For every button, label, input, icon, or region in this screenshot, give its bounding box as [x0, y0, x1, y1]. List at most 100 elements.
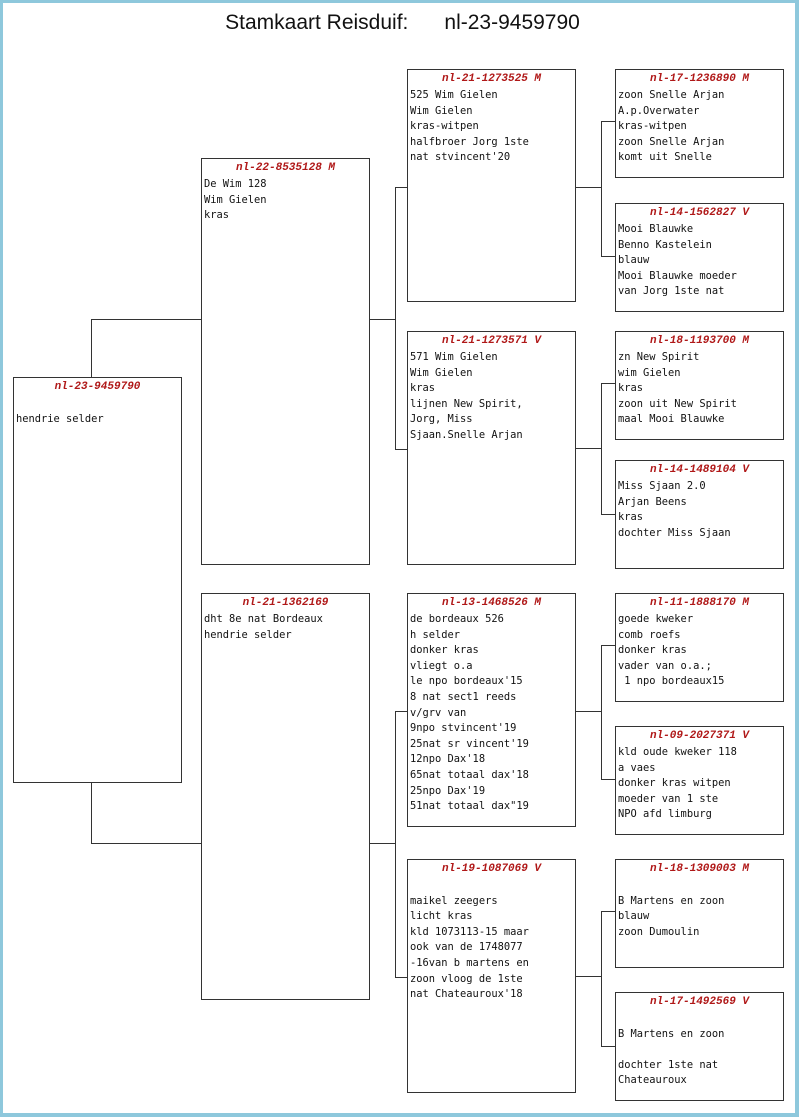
note-line: dochter 1ste nat [618, 1058, 719, 1071]
note-line: zoon uit New Spirit [618, 397, 737, 410]
note-line: Mooi Blauwke [618, 223, 694, 235]
note-line: nat Chateauroux'18 [410, 988, 523, 1001]
note-line: Mooi Blauwke moeder [618, 269, 737, 282]
note-line: a vaes [618, 761, 656, 774]
connector-ds-fork [601, 645, 616, 780]
note-line: 25npo Dax'19 [410, 784, 486, 797]
note-line [618, 1011, 783, 1027]
note-line: Wim Gielen [410, 104, 473, 117]
card-title-label: Stamkaart Reisduif: [225, 11, 409, 34]
note-line [16, 396, 181, 412]
ring-number: nl-17-1492569 V [649, 996, 750, 1008]
note-line: De Wim 128 [204, 178, 267, 190]
connector-dam-stub [370, 843, 395, 844]
note-line: wim Gielen [618, 366, 681, 379]
note-line: h selder [410, 628, 461, 641]
connector-sd-stub [576, 448, 601, 449]
connector-sire-fork [395, 187, 408, 450]
note-line: dochter Miss Sjaan [618, 526, 731, 539]
note-line: Miss Sjaan 2.0 [618, 480, 706, 492]
ring-number: nl-21-1362169 [242, 597, 329, 609]
note-line: licht kras [410, 910, 473, 923]
note-line: kras-witpen [410, 120, 479, 133]
note-line: hendrie selder [16, 412, 104, 425]
ring-number: nl-14-1489104 V [649, 464, 750, 476]
note-line [618, 878, 783, 894]
card-title: Stamkaart Reisduif:nl-23-9459790 [3, 11, 799, 35]
connector-dd-stub [576, 976, 601, 977]
note-line: 571 Wim Gielen [410, 351, 498, 363]
ring-number: nl-13-1468526 M [441, 597, 542, 609]
note-line: kras-witpen [618, 120, 687, 133]
note-line [618, 1042, 783, 1058]
connector-ds-stub [576, 711, 601, 712]
ring-number: nl-18-1193700 M [649, 335, 750, 347]
note-line: donker kras [618, 644, 687, 657]
note-line: nat stvincent'20 [410, 151, 511, 164]
note-line: Wim Gielen [410, 366, 473, 379]
note-line: Benno Kastelein [618, 238, 712, 251]
note-line: zoon Snelle Arjan [618, 135, 725, 148]
note-line [410, 878, 575, 894]
connector-ss-stub [576, 187, 601, 188]
note-line: 51nat totaal dax"19 [410, 800, 529, 813]
connector-sd-fork [601, 383, 616, 515]
note-line: 25nat sr vincent'19 [410, 737, 529, 750]
pigeon-notes: hendrie selder [14, 396, 181, 427]
note-line: halfbroer Jorg 1ste [410, 135, 529, 148]
note-line: de bordeaux 526 [410, 613, 504, 625]
note-line: -16van b martens en [410, 956, 529, 969]
note-line: kld 1073113-15 maar [410, 925, 529, 938]
note-line: NPO afd limburg [618, 808, 712, 821]
connector-subject-dam [91, 783, 202, 844]
note-line: Arjan Beens [618, 495, 687, 508]
note-line: A.p.Overwater [618, 104, 700, 117]
ring-number: nl-11-1888170 M [649, 597, 750, 609]
pigeon-box-dam-sire: nl-13-1468526 M de bordeaux 526 h selder do… [407, 593, 576, 827]
note-line: Chateauroux [618, 1074, 687, 1087]
note-line: van Jorg 1ste nat [618, 285, 725, 298]
note-line: moeder van 1 ste [618, 792, 719, 805]
connector-ss-fork [601, 121, 616, 257]
note-line: 1 npo bordeaux15 [618, 675, 725, 688]
ring-number: nl-21-1273571 V [441, 335, 542, 347]
connector-dd-fork [601, 911, 616, 1047]
note-line: kld oude kweker 118 [618, 746, 737, 758]
note-line: maikel zeegers [410, 894, 498, 907]
note-line: kras [204, 209, 230, 222]
connector-sire-stub [370, 319, 395, 320]
note-line: v/grv van [410, 706, 467, 719]
note-line: zoon Snelle Arjan [618, 89, 725, 101]
note-line: lijnen New Spirit, [410, 397, 523, 410]
note-line: Sjaan.Snelle Arjan [410, 428, 523, 441]
note-line: kras [618, 511, 644, 524]
connector-dam-fork [395, 711, 408, 978]
note-line: Jorg, Miss [410, 413, 473, 426]
note-line: ook van de 1748077 [410, 941, 523, 954]
note-line: donker kras [410, 644, 479, 657]
note-line: le npo bordeaux'15 [410, 675, 523, 688]
note-line: kras [410, 382, 436, 395]
